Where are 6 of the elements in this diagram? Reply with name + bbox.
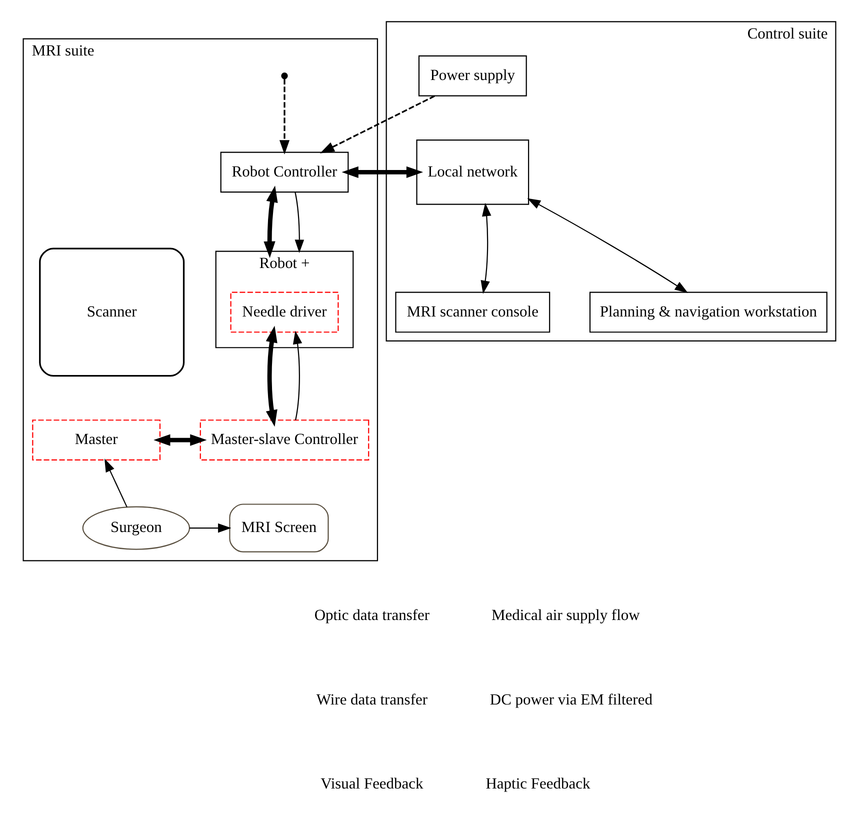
legend-label: Haptic Feedback — [485, 775, 590, 792]
legend-label: DC power via EM filtered — [489, 691, 652, 708]
legend-label: Wire data transfer — [316, 691, 428, 708]
legend-label: Optic data transfer — [314, 607, 430, 624]
legend-label: Medical air supply flow — [490, 607, 640, 624]
legend-label: Visual Feedback — [320, 775, 423, 792]
